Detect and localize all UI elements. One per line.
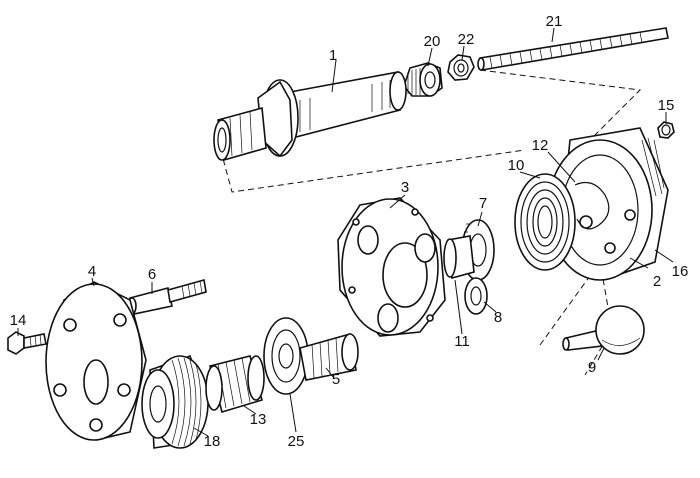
callout-14: 14 — [10, 312, 27, 329]
callout-4: 4 — [88, 263, 96, 280]
callout-labels: 1 2 3 4 5 6 7 8 9 10 11 12 13 14 15 16 1… — [10, 13, 689, 450]
callout-1: 1 — [329, 47, 337, 64]
callout-3: 3 — [401, 179, 409, 196]
callout-20: 20 — [424, 33, 441, 50]
part-12-spring-clip — [574, 182, 610, 230]
part-14-bolt — [7, 331, 47, 355]
callout-2: 2 — [653, 273, 661, 290]
part-8-small-gear — [464, 277, 488, 315]
part-25-washer — [263, 317, 309, 395]
part-18-ribbed-drum — [141, 354, 209, 449]
callout-9: 9 — [588, 359, 596, 376]
callout-11: 11 — [454, 333, 470, 350]
callout-22: 22 — [458, 31, 475, 48]
callout-7: 7 — [479, 195, 487, 212]
callout-15: 15 — [658, 97, 675, 114]
callout-21: 21 — [546, 13, 563, 30]
part-20-threaded-bush — [403, 62, 443, 97]
part-13-splined-coupling — [205, 355, 265, 414]
callout-6: 6 — [148, 266, 156, 283]
assembly-guide-lines — [217, 69, 642, 376]
part-6-stud — [127, 278, 207, 315]
part-10-spiral-spring — [514, 173, 576, 271]
part-16-housing — [547, 127, 669, 281]
callout-8: 8 — [494, 309, 502, 326]
callout-25: 25 — [288, 433, 305, 450]
callout-18: 18 — [204, 433, 221, 450]
leader-lines — [17, 27, 674, 437]
callout-5: 5 — [332, 371, 340, 388]
callout-12: 12 — [532, 137, 549, 154]
part-3-carrier-plate — [337, 197, 446, 337]
callout-16: 16 — [672, 263, 689, 280]
part-15-small-nut — [657, 121, 675, 139]
part-9-knob — [562, 305, 645, 355]
part-21-threaded-rod — [477, 27, 669, 71]
part-11-sleeve — [443, 235, 475, 280]
part-5-splined-shaft — [299, 332, 359, 381]
callout-10: 10 — [508, 157, 525, 174]
part-22-hex-nut — [447, 54, 475, 81]
callout-13: 13 — [250, 411, 267, 428]
part-1-main-shaft — [213, 71, 407, 162]
part-4-flange-plate — [45, 281, 147, 441]
